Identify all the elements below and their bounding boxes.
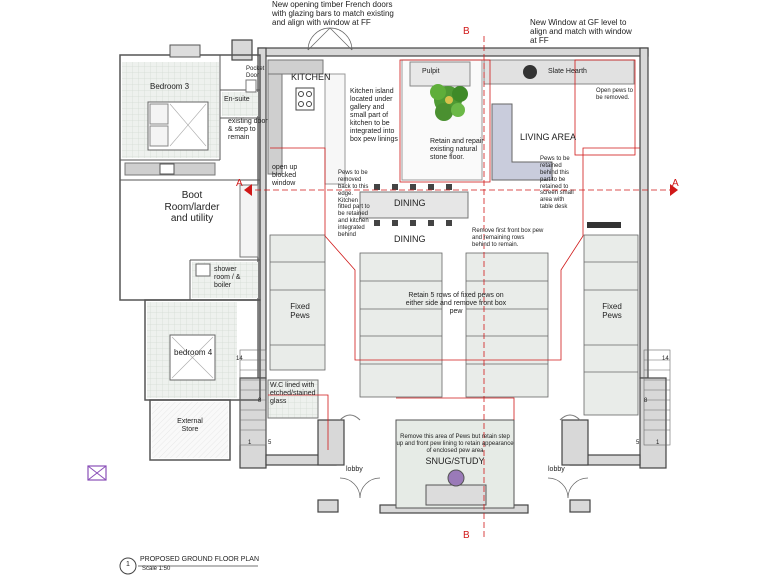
bedroom4-label: bedroom 4	[174, 348, 213, 357]
snug-note: Remove this area of Pews but retain step…	[396, 434, 514, 454]
pews-right	[583, 234, 639, 416]
stair-left-1: 1	[248, 440, 252, 446]
remove-front-pew-note: Remove first front box pew and remaining…	[472, 228, 544, 248]
open-pews-note: Open pews to be removed.	[596, 88, 634, 101]
title-scale: Scale 1:50	[142, 566, 171, 572]
living-area-label: LIVING AREA	[520, 132, 577, 142]
plant-icon	[430, 84, 468, 121]
stair-right-8: 8	[644, 398, 648, 404]
dining-upper-label: DINING	[394, 198, 426, 208]
dining-lower-label: DINING	[394, 234, 426, 244]
section-b-top: B	[463, 26, 470, 37]
stair-left-5: 5	[268, 440, 272, 446]
pews-centre-right	[465, 252, 549, 398]
fixed-pews-right-label: Fixed Pews	[602, 302, 622, 321]
bedroom3-label: Bedroom 3	[150, 82, 190, 91]
wc-label: W.C lined with etched/stained glass	[270, 382, 316, 406]
new-window-note: New Window at GF level to align and matc…	[530, 18, 632, 46]
stairs-left	[239, 349, 267, 446]
title-number: 1	[126, 561, 130, 568]
kitchen-island-note: Kitchen island located under gallery and…	[350, 88, 398, 144]
retain-pews-note: Retain 5 rows of fixed pews on either si…	[405, 292, 507, 316]
section-a-left: A	[236, 178, 243, 189]
pews-centre-left	[359, 252, 443, 398]
pews-right-note: Pews to be retained behind this part to …	[540, 156, 574, 211]
pocket-door-label: Pocket Door	[246, 66, 265, 79]
pews-left-note: Pews to be removed back to this edge. Ki…	[338, 170, 370, 239]
title-text: PROPOSED GROUND FLOOR PLAN	[140, 556, 260, 563]
pulpit-label: Pulpit	[422, 68, 440, 75]
stair-right-14: 14	[662, 356, 669, 362]
french-doors-note: New opening timber French doors with gla…	[272, 0, 394, 28]
envelope-icon	[87, 465, 107, 481]
main-walls	[231, 39, 667, 514]
boot-room-label: Boot Room/larder and utility	[164, 190, 220, 224]
existing-door-label: existing door & step to remain	[228, 118, 268, 142]
section-b-bottom: B	[463, 530, 470, 541]
stair-left-8: 8	[258, 398, 262, 404]
kitchen-label: KITCHEN	[291, 72, 331, 82]
shower-room-label: shower room / & boiler	[214, 266, 241, 290]
stairs-right	[643, 349, 671, 446]
stair-right-1: 1	[656, 440, 660, 446]
section-lines	[246, 36, 676, 540]
external-store-label: External Store	[177, 418, 203, 434]
pews-left	[269, 234, 326, 371]
stair-left-14: 14	[236, 356, 243, 362]
fixed-pews-left-label: Fixed Pews	[290, 302, 310, 321]
lobby-right-label: lobby	[548, 466, 565, 473]
pulpit-note: Retain and repair existing natural stone…	[430, 138, 484, 162]
lobby-left-label: lobby	[346, 466, 363, 473]
snug-label: SNUG/STUDY	[425, 456, 485, 466]
slate-hearth-label: Slate Hearth	[548, 68, 587, 75]
open-blocked-window-note: open up blocked window	[272, 164, 298, 188]
section-a-right: A	[672, 178, 679, 189]
ensuite-label: En-suite	[224, 96, 250, 103]
stove-icon	[295, 87, 315, 111]
stair-right-5: 5	[636, 440, 640, 446]
